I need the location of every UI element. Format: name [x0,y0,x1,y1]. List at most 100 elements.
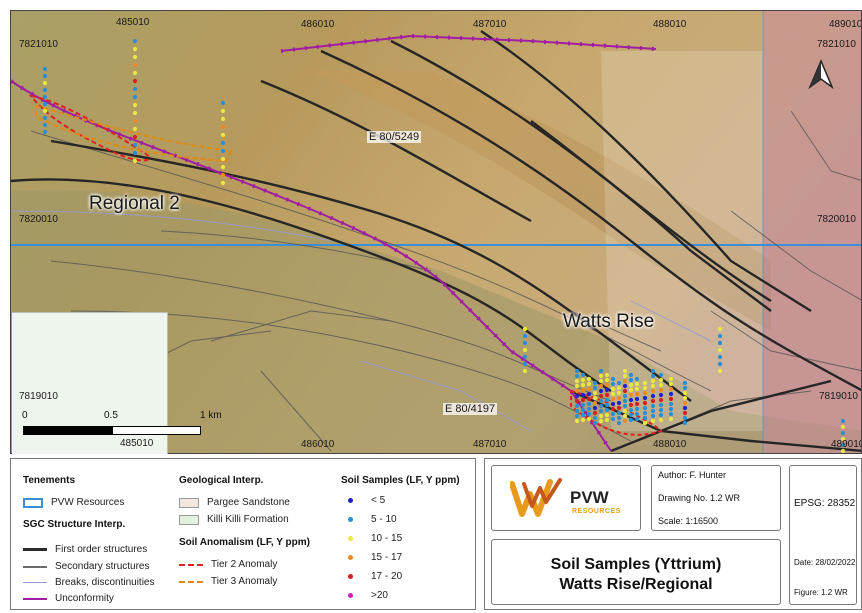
soil-sample-point [604,407,610,413]
soil-sample-point [610,406,616,412]
coord-e-488010-top: 488010 [653,19,687,30]
soil-sample-point [132,110,138,116]
soil-sample-point [616,390,622,396]
soil-sample-point [610,396,616,402]
figure-text: Figure: 1.2 WR [794,588,848,597]
soil-sample-point [132,62,138,68]
soil-sample-point [586,401,592,407]
soil-sample-point [682,405,688,411]
soil-sample-point [650,388,656,394]
soil-sample-point [580,377,586,383]
soil-sample-point [604,382,610,388]
soil-sample-point [610,411,616,417]
soil-sample-point [598,368,604,374]
soil-sample-point [628,392,634,398]
soil-sample-point [586,416,592,422]
soil-sample-point [840,442,846,448]
tenement-label-e80-4197: E 80/4197 [443,403,498,415]
projection-box: EPSG: 28352 Date: 28/02/2022 Figure: 1.2… [789,465,857,605]
soil-sample-point [574,368,580,374]
soil-sample-point [668,376,674,382]
soil-sample-point [650,403,656,409]
soil-sample-point [622,418,628,424]
soil-sample-point [622,373,628,379]
soil-sample-point [616,410,622,416]
soil-sample-point [604,372,610,378]
soil-sample-point [132,54,138,60]
soil-sample-point [650,373,656,379]
coord-e-489010-top: 489010 [829,19,862,30]
soil-sample-point [634,401,640,407]
epsg-text: EPSG: 28352 [794,498,856,509]
imagery-ridge [311,71,771,331]
soil-sample-point [634,416,640,422]
map-title-line2: Watts Rise/Regional [559,576,713,593]
soil-sample-point [628,397,634,403]
soil-sample-point [616,395,622,401]
soil-sample-point [598,413,604,419]
soil-sample-point [220,116,226,122]
soil-sample-point [658,417,664,423]
soil-sample-point [580,412,586,418]
soil-sample-point [658,397,664,403]
soil-sample-point [628,412,634,418]
soil-sample-point [592,405,598,411]
soil-sample-point [622,398,628,404]
soil-sample-point [42,108,48,114]
legend-item-sample-17-20: 17 - 20 [345,571,402,582]
soil-sample-point [668,401,674,407]
soil-sample-point [42,80,48,86]
legend-item-sample-lt5: < 5 [345,495,385,506]
soil-sample-point [682,395,688,401]
soil-sample-point [132,118,138,124]
soil-sample-point [616,385,622,391]
soil-sample-point [610,416,616,422]
soil-sample-point [604,412,610,418]
soil-sample-point [522,333,528,339]
soil-sample-point [610,381,616,387]
soil-sample-point [840,424,846,430]
soil-sample-point [610,391,616,397]
soil-sample-point [598,383,604,389]
soil-sample-point [634,411,640,417]
soil-sample-point [658,402,664,408]
soil-sample-point [610,401,616,407]
soil-sample-point [642,415,648,421]
legend-line-first-order [23,548,47,551]
legend-dot-lt5 [348,498,353,503]
soil-sample-point [668,386,674,392]
soil-sample-point [658,392,664,398]
soil-sample-point [658,377,664,383]
coord-n-7821010-right: 7821010 [817,39,856,50]
soil-sample-point [604,397,610,403]
coord-n-7821010-left: 7821010 [19,39,58,50]
soil-sample-point [840,418,846,424]
soil-sample-point [682,420,688,426]
soil-sample-point [598,393,604,399]
soil-sample-point [616,400,622,406]
soil-sample-point [650,418,656,424]
soil-sample-point [668,391,674,397]
soil-sample-point [220,172,226,178]
soil-sample-point [132,158,138,164]
legend-item-secondary: Secondary structures [23,561,150,572]
soil-sample-point [592,410,598,416]
legend-item-sample-5-10: 5 - 10 [345,514,397,525]
soil-sample-point [658,407,664,413]
legend-panel: Tenements PVW Resources SGC Structure In… [10,458,476,610]
imagery-lowland [11,189,861,453]
coord-e-489010-bottom: 489010 [831,439,862,450]
soil-sample-point [628,402,634,408]
soil-sample-point [580,372,586,378]
soil-sample-point [586,376,592,382]
soil-sample-point [642,385,648,391]
title-block: PVW RESOURCES Author: F. Hunter Drawing … [484,458,862,610]
first-order-structures [11,30,861,453]
soil-sample-point [616,420,622,426]
coord-e-485010-bottom: 485010 [120,438,154,449]
scale-label-half: 0.5 [104,410,118,421]
legend-tenements-title: Tenements [23,475,76,486]
soil-sample-point [220,156,226,162]
author-text: Author: F. Hunter [658,470,727,480]
coord-e-486010-top: 486010 [301,19,335,30]
